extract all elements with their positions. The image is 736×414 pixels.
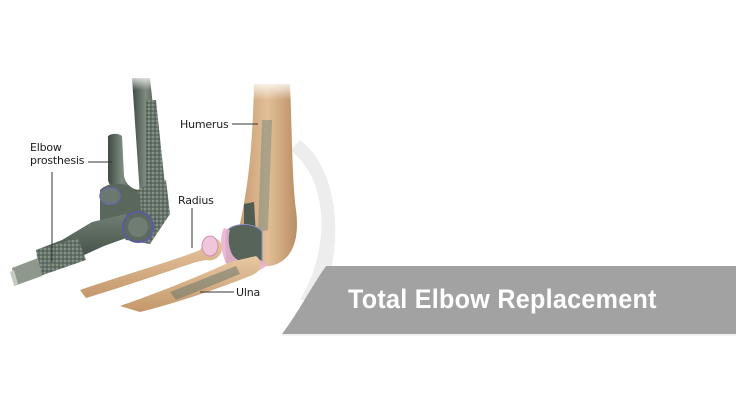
background-shadow bbox=[290, 140, 336, 300]
label-radius: Radius bbox=[178, 194, 214, 207]
prosthesis-porous-coat-upper bbox=[146, 100, 166, 205]
label-humerus: Humerus bbox=[180, 118, 229, 131]
prosthesis-ulnar-tip bbox=[12, 258, 42, 286]
label-ulna: Ulna bbox=[236, 286, 261, 299]
implanted-humeral-stem bbox=[258, 120, 272, 232]
implanted-ulnar-stem bbox=[170, 266, 240, 300]
radius-bone bbox=[80, 238, 222, 298]
prosthesis-porous-coat-ulnar bbox=[36, 238, 86, 276]
label-elbow-prosthesis-line1: Elbow bbox=[30, 141, 62, 154]
banner-title: Total Elbow Replacement bbox=[348, 284, 657, 314]
label-elbow-prosthesis: Elbow prosthesis bbox=[30, 141, 84, 167]
prosthesis-hinge-ring bbox=[99, 187, 121, 205]
prosthesis-flange bbox=[107, 133, 140, 198]
radius-head-cartilage bbox=[201, 235, 219, 257]
title-banner-background bbox=[282, 266, 736, 334]
label-elbow-prosthesis-line2: prosthesis bbox=[30, 154, 85, 167]
